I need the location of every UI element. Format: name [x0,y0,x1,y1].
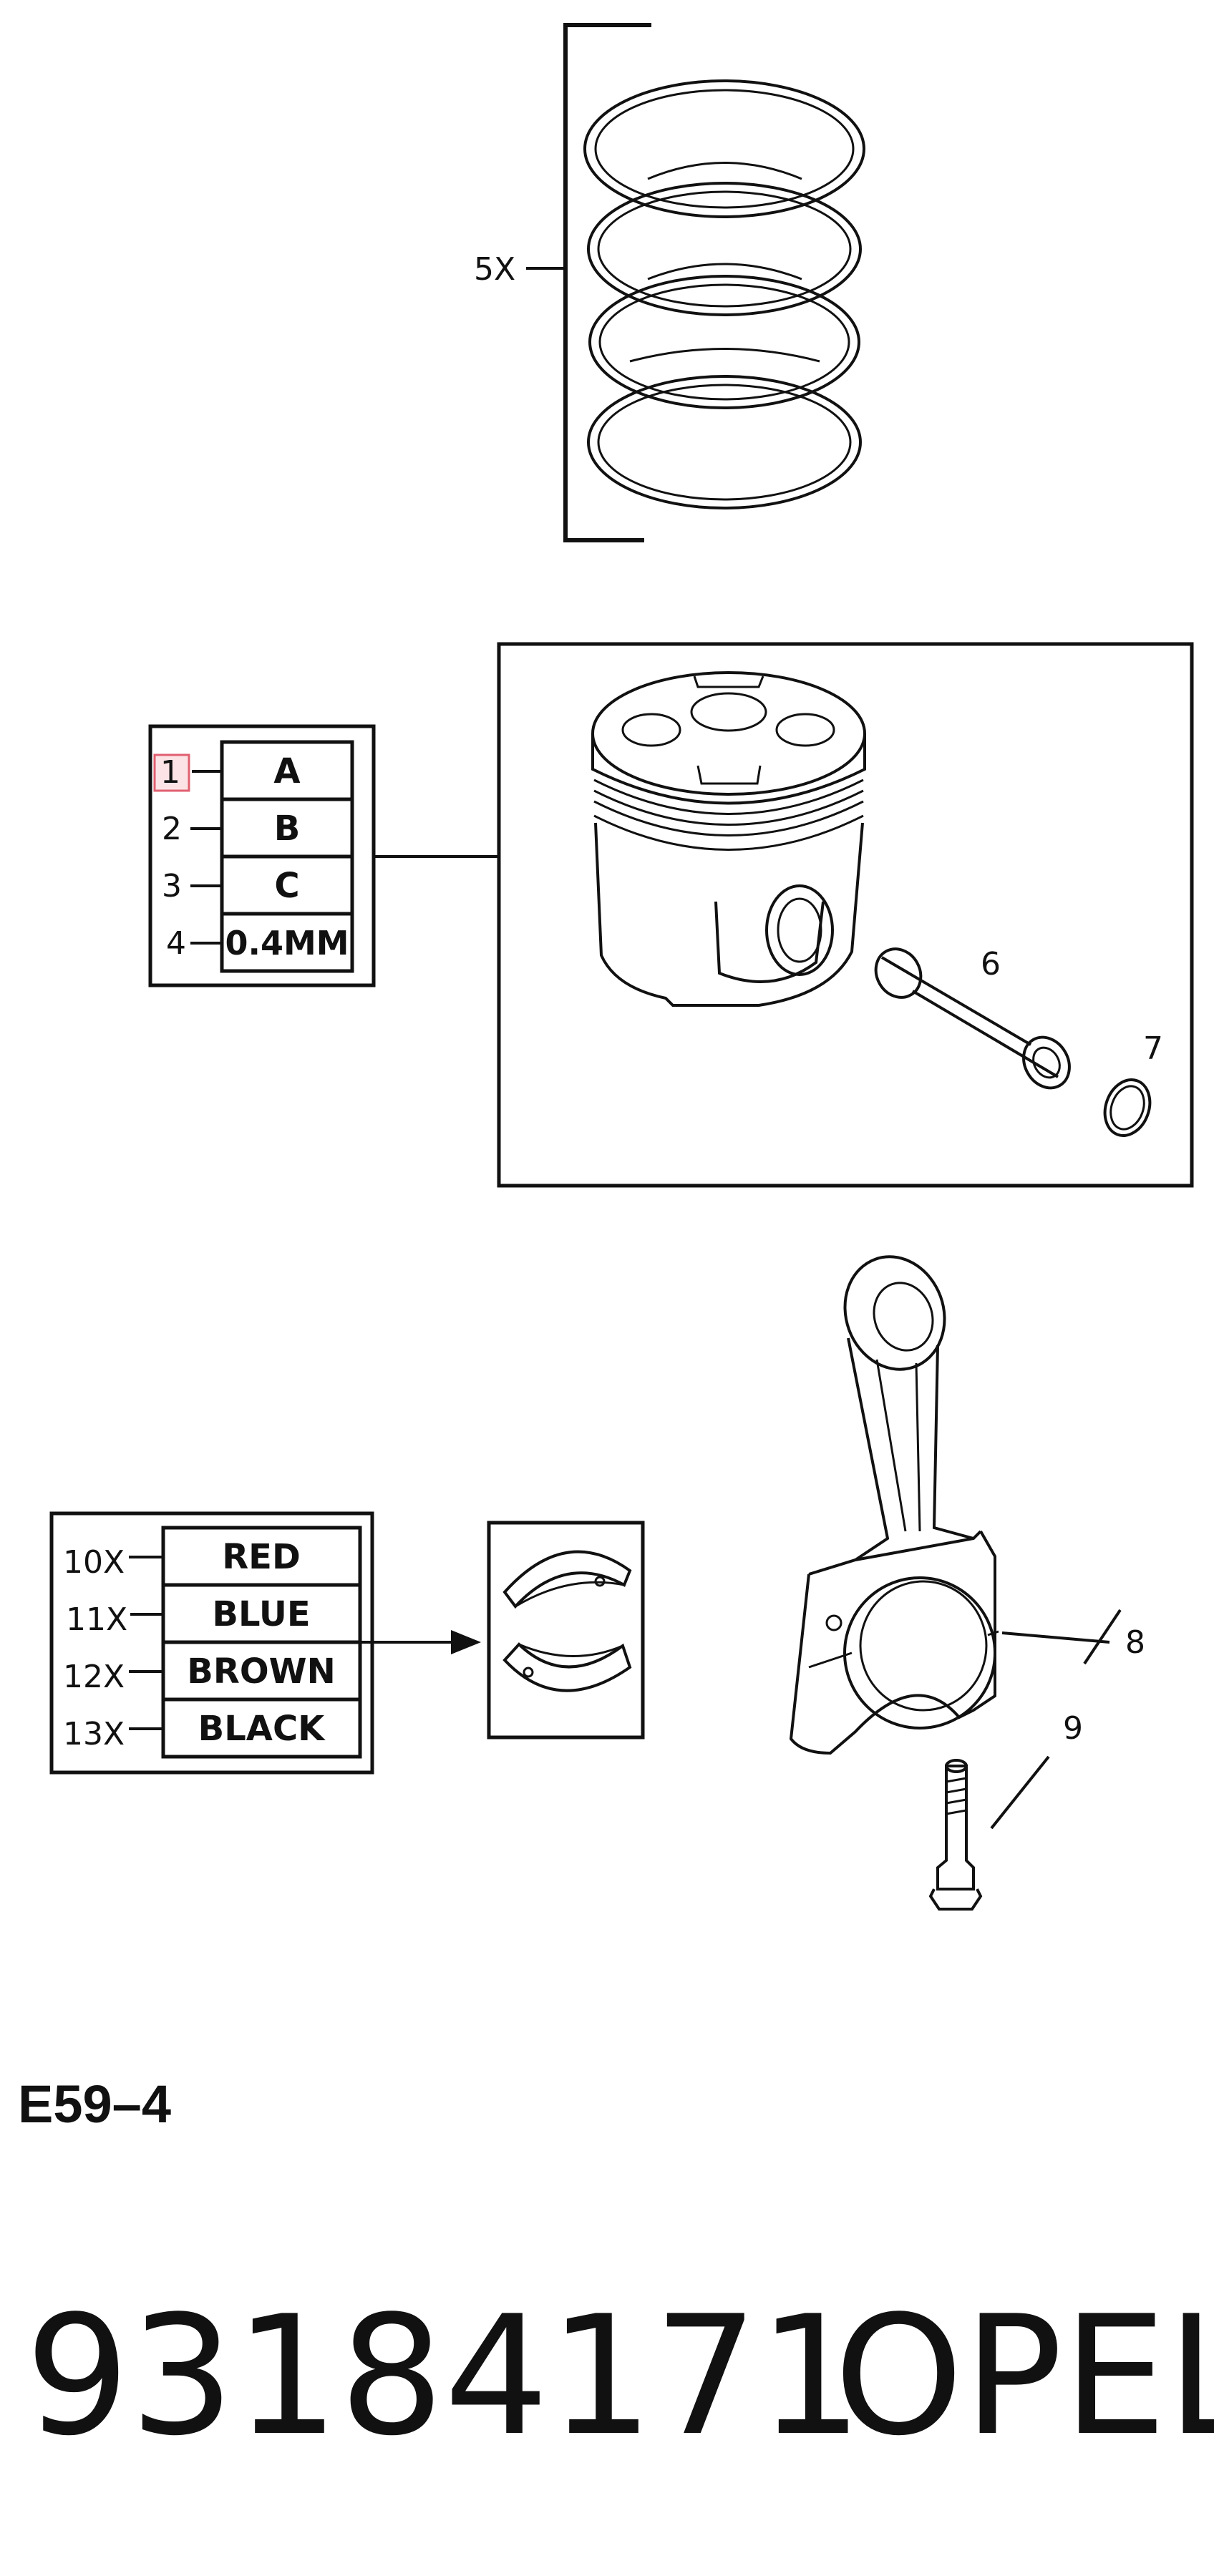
grade-label-b: B [274,809,301,849]
bearing-label-red: RED [222,1537,301,1577]
grade-num-2: 2 [162,811,182,847]
bearing-shells [487,1521,645,1740]
piston-ring-3 [588,275,860,409]
pin-callout: 6 [981,946,1001,982]
grade-num-1: 1 [160,754,180,791]
bearing-frame [487,1521,645,1740]
rod-callout: 8 [1125,1624,1145,1661]
bolt-leader-lower [990,1755,1050,1830]
bearing-label-black: BLACK [198,1709,326,1749]
grade-label-a: A [273,751,300,791]
rod-leader [1001,1631,1110,1644]
piston-ring-2 [587,182,862,316]
bearing-color-table: 10X RED 11X BLUE 12X BROWN 13X BLACK [49,1511,481,1775]
piston-ring-4 [587,375,862,509]
piston-assembly: 6 7 [497,642,1194,1188]
grade-label-oversize: 0.4MM [225,924,349,962]
brand-name: OPEL [834,2281,1214,2472]
ring-set-callout: 5X [474,251,515,288]
piston-ring-set: 5X [474,23,865,542]
piston [591,671,866,1007]
bearing-num-13x: 13X [63,1716,125,1752]
bearing-cell-black [161,1697,362,1759]
piston-ring-1 [583,79,865,218]
grade-cell-a [220,740,354,801]
ring-set-bracket [563,23,651,542]
grade-label-c: C [274,866,299,906]
bolt-callout: 9 [1063,1710,1083,1747]
piston-pin [874,947,1071,1090]
bolt-leader-upper [1083,1609,1122,1665]
piston-grade-table: 1 A 2 B 3 C 4 0.4MM [148,724,591,987]
bearing-label-blue: BLUE [212,1594,310,1634]
bearing-num-12x: 12X [63,1659,125,1695]
highlight-ref-1[interactable] [153,753,190,792]
rod-bolt [928,1759,983,1911]
part-number: 93184171 [25,2281,863,2472]
figure-code: E59–4 [18,2074,171,2134]
connecting-rod [789,1255,999,1755]
bearing-shell-lower [502,1642,632,1692]
bearing-shell-upper [502,1550,632,1609]
piston-frame [497,642,1194,1188]
grade-num-4: 4 [166,925,186,962]
circlip [1103,1078,1152,1137]
grade-num-3: 3 [162,868,182,904]
bearing-arrowhead [451,1630,481,1654]
circlip-callout: 7 [1143,1030,1163,1067]
bearing-num-10x: 10X [63,1544,125,1581]
bearing-label-brown: BROWN [187,1652,335,1692]
bearing-num-11x: 11X [66,1601,127,1638]
